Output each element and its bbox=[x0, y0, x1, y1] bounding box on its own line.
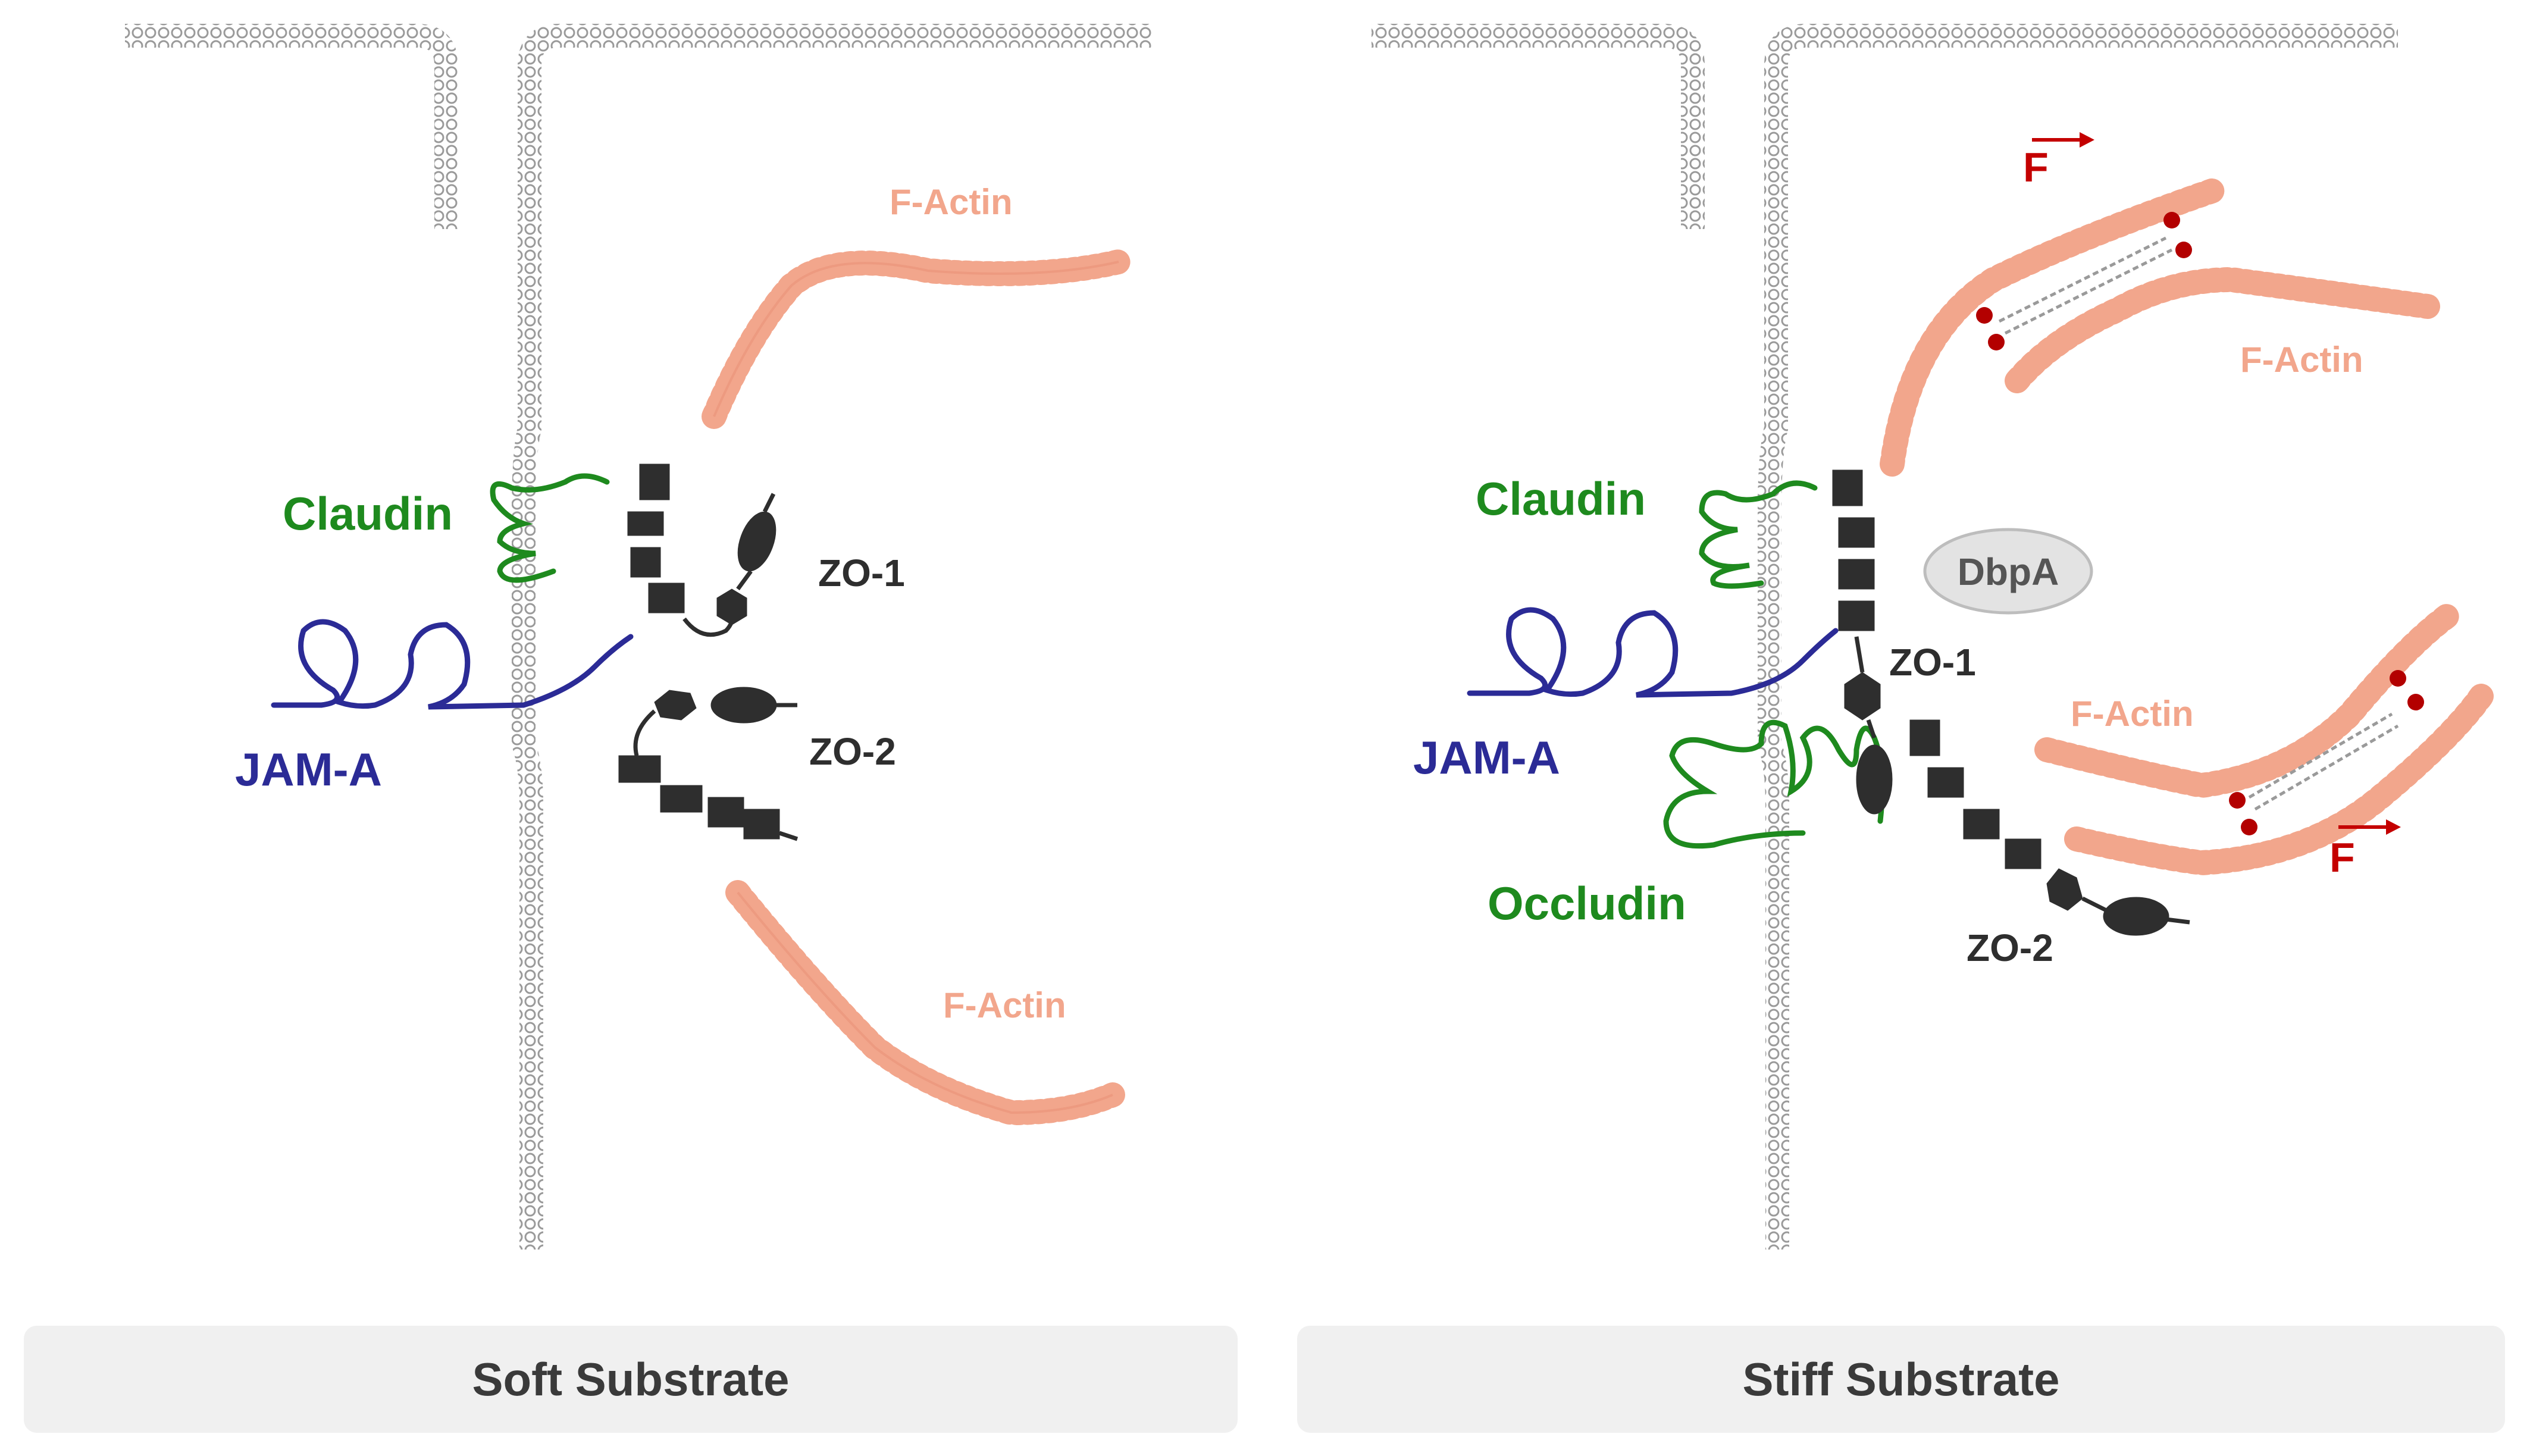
label-f-actin-top: F-Actin bbox=[2240, 340, 2363, 380]
stiff-substrate-caption-text: Stiff Substrate bbox=[1742, 1352, 2060, 1405]
membrane-vertical bbox=[1758, 24, 2398, 1250]
myosin-crosslink-top bbox=[1998, 236, 2173, 335]
myosin-head bbox=[2229, 792, 2246, 809]
myosin-head bbox=[1976, 307, 1993, 324]
membrane-vertical bbox=[512, 24, 1151, 1250]
myosin-head bbox=[2175, 242, 2192, 258]
myosin-head bbox=[2390, 670, 2406, 687]
label-occludin: Occludin bbox=[1488, 877, 1686, 929]
label-zo-2: ZO-2 bbox=[809, 730, 896, 773]
f-actin-filament-bottom bbox=[725, 880, 1125, 1126]
label-dbpa: DbpA bbox=[1958, 550, 2059, 593]
label-force-top: F bbox=[2023, 144, 2049, 190]
label-f-actin-top: F-Actin bbox=[890, 182, 1013, 222]
label-force-bottom: F bbox=[2329, 834, 2355, 881]
myosin-crosslink-bottom bbox=[2248, 712, 2399, 811]
zo-2-protein bbox=[618, 687, 799, 841]
myosin-head bbox=[2407, 694, 2424, 710]
f-actin-bundle-top bbox=[1880, 178, 2440, 477]
label-f-actin-bottom: F-Actin bbox=[943, 985, 1066, 1025]
f-actin-filament-top bbox=[702, 249, 1131, 429]
soft-substrate-caption-text: Soft Substrate bbox=[472, 1352, 790, 1405]
label-f-actin-bottom: F-Actin bbox=[2071, 694, 2194, 734]
f-actin-bundle-bottom bbox=[2034, 600, 2494, 876]
myosin-head bbox=[2241, 819, 2257, 835]
label-jam-a: JAM-A bbox=[235, 743, 382, 796]
label-jam-a: JAM-A bbox=[1413, 731, 1560, 784]
membrane-top-left bbox=[1372, 24, 1705, 229]
soft-panel: Claudin JAM-A ZO-1 ZO-2 F-Actin F-Actin bbox=[125, 24, 1151, 1250]
label-claudin: Claudin bbox=[1476, 472, 1646, 525]
label-zo-1: ZO-1 bbox=[818, 552, 905, 594]
myosin-head bbox=[1988, 334, 2005, 350]
label-claudin: Claudin bbox=[283, 487, 453, 540]
myosin-head bbox=[2163, 212, 2180, 228]
membrane-top-left bbox=[125, 24, 458, 229]
jam-a-strand bbox=[271, 619, 634, 710]
claudin-strand bbox=[1699, 480, 1818, 589]
force-arrow-top bbox=[2032, 132, 2094, 148]
zo-2-protein bbox=[1909, 719, 2190, 936]
soft-substrate-caption: Soft Substrate bbox=[24, 1326, 1238, 1433]
jam-a-strand bbox=[1467, 607, 1839, 698]
label-zo-1: ZO-1 bbox=[1889, 641, 1976, 684]
zo-1-protein bbox=[1832, 469, 1893, 815]
stiff-substrate-caption: Stiff Substrate bbox=[1297, 1326, 2505, 1433]
claudin-strand bbox=[490, 473, 610, 583]
label-zo-2: ZO-2 bbox=[1967, 926, 2053, 969]
zo-1-protein bbox=[627, 464, 776, 637]
force-arrow-bottom bbox=[2338, 819, 2401, 835]
stiff-panel: Claudin JAM-A Occludin ZO-1 ZO-2 DbpA F-… bbox=[1372, 24, 2494, 1250]
occludin-strand bbox=[1663, 719, 1885, 849]
dbpa-oval bbox=[1923, 528, 2093, 615]
